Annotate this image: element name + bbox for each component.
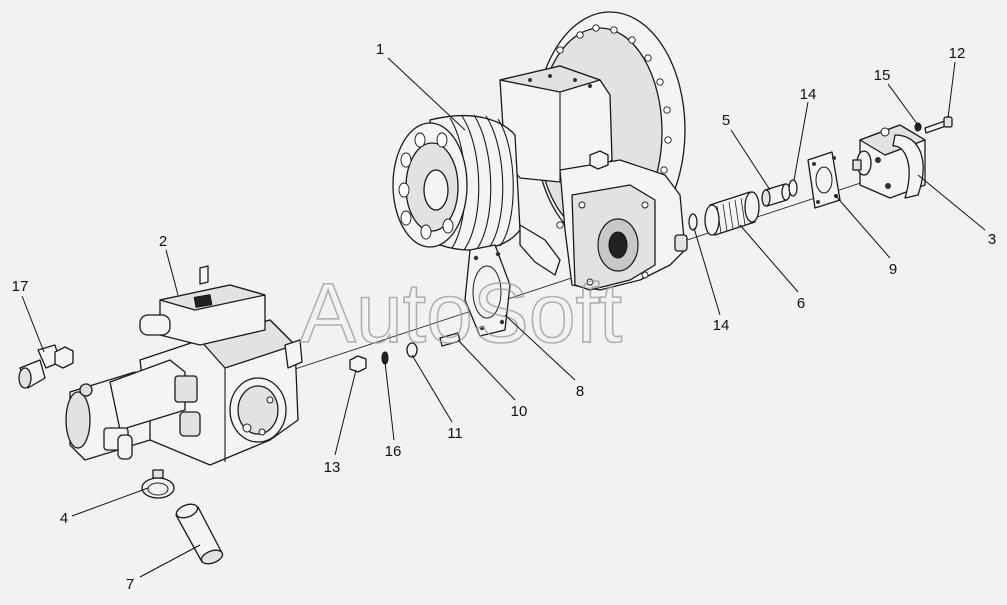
- callout-15: 15: [874, 67, 891, 84]
- part-hose: [175, 503, 224, 565]
- part-gasket-9: [807, 151, 841, 209]
- part-bolt-12: [924, 116, 953, 134]
- part-hose-clamp: [141, 469, 175, 499]
- callout-10: 10: [511, 403, 528, 420]
- callout-16: 16: [385, 443, 402, 460]
- part-splined-coupling: [704, 191, 760, 236]
- callout-3: 3: [988, 231, 996, 248]
- callout-13: 13: [324, 459, 341, 476]
- part-gasket-8: [464, 244, 511, 337]
- callout-4: 4: [60, 510, 68, 527]
- watermark: AutoSoft: [300, 266, 622, 360]
- part-stud-10: [439, 332, 461, 347]
- part-ring-14-left: [688, 213, 698, 231]
- part-nut-13: [349, 355, 367, 373]
- leader-lines: [21, 57, 986, 578]
- part-ring-14-right: [788, 179, 798, 197]
- callout-17: 17: [12, 278, 29, 295]
- callout-1: 1: [376, 41, 384, 58]
- callout-12: 12: [949, 45, 966, 62]
- part-washer-11: [406, 342, 418, 358]
- callout-7: 7: [126, 576, 134, 593]
- callout-14-lower: 14: [713, 317, 730, 334]
- callout-14-upper: 14: [800, 86, 817, 103]
- callout-8: 8: [576, 383, 584, 400]
- part-hose-elbow: [18, 344, 74, 389]
- part-small-pump: [852, 124, 926, 199]
- callout-6: 6: [797, 295, 805, 312]
- part-hydraulic-pump: [65, 265, 303, 466]
- part-washer-15: [914, 122, 922, 132]
- part-spline-shaft: [761, 183, 791, 207]
- callout-11: 11: [447, 425, 463, 442]
- part-housing-pulley: [392, 11, 688, 291]
- callout-2: 2: [159, 233, 167, 250]
- callout-9: 9: [889, 261, 897, 278]
- callout-5: 5: [722, 112, 730, 129]
- callout-labels: 1 2 3 4 5 6 7 8 9 10 11 12 13 14 14 15 1…: [12, 41, 997, 593]
